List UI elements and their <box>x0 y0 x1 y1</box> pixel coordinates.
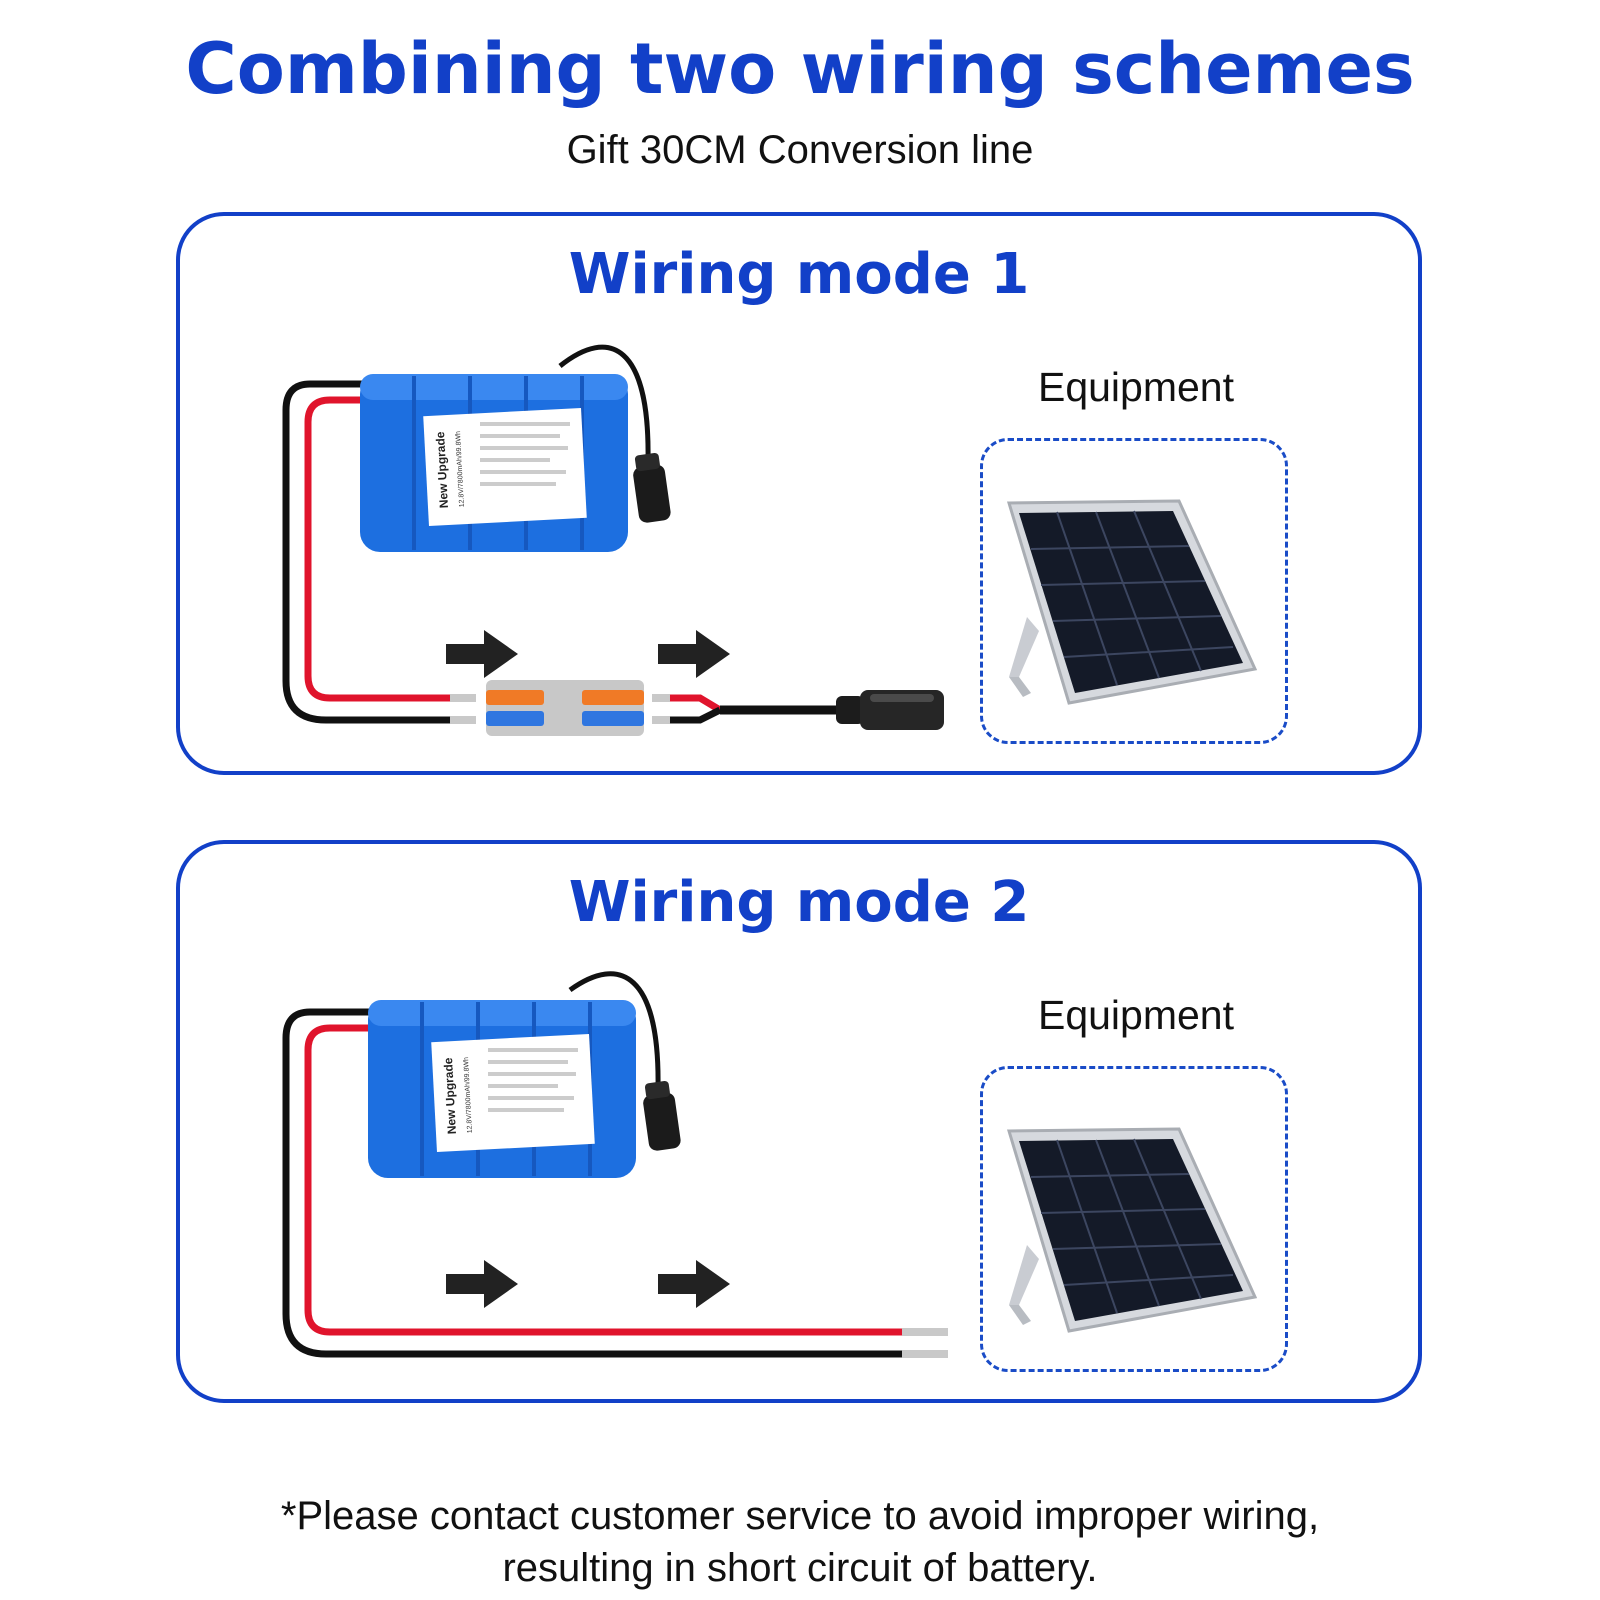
battery-dc-cable <box>558 344 651 462</box>
battery-brand-label: New Upgrade <box>441 1057 459 1135</box>
solar-panel-icon <box>1006 1127 1258 1333</box>
warning-line-2: resulting in short circuit of battery. <box>502 1546 1098 1590</box>
battery-brand-label: New Upgrade <box>433 431 451 509</box>
dc-female-plug <box>836 690 944 730</box>
arrow-right-icon <box>658 630 730 678</box>
battery-pack: New Upgrade 12.8V/7800mAh/99.8Wh <box>360 374 628 552</box>
page-subtitle: Gift 30CM Conversion line <box>566 128 1034 172</box>
wiring-mode-2-equipment-label: Equipment <box>1037 992 1234 1038</box>
bare-wire-end <box>902 1328 948 1336</box>
black-wire <box>282 380 450 724</box>
connector-block <box>486 680 644 736</box>
wiring-mode-2-title: Wiring mode 2 <box>568 870 1030 935</box>
arrow-right-icon <box>658 1260 730 1308</box>
wiring-mode-2-panel: Wiring mode 2 New Upgrade 12.8V/7800mAh/… <box>176 840 1422 1403</box>
battery-spec-label: 12.8V/7800mAh/99.8Wh <box>463 1057 474 1134</box>
bare-wire-end <box>902 1350 948 1358</box>
wiring-mode-2-equipment-box <box>980 1066 1288 1372</box>
wiring-mode-1-equipment-box <box>980 438 1288 744</box>
battery-dc-cable <box>568 971 661 1090</box>
battery-dc-plug <box>643 1080 681 1151</box>
page-title: Combining two wiring schemes <box>185 28 1415 110</box>
arrow-right-icon <box>446 1260 518 1308</box>
wiring-mode-1-equipment-label: Equipment <box>1037 364 1234 410</box>
battery-dc-plug <box>633 452 671 523</box>
wiring-mode-2-diagram: New Upgrade 12.8V/7800mAh/99.8Wh <box>282 971 948 1358</box>
wiring-mode-1-title: Wiring mode 1 <box>568 242 1030 307</box>
warning-line-1: *Please contact customer service to avoi… <box>280 1494 1320 1538</box>
solar-panel-icon <box>1006 499 1258 705</box>
warning-footnote: *Please contact customer service to avoi… <box>0 1490 1600 1594</box>
battery-pack: New Upgrade 12.8V/7800mAh/99.8Wh <box>368 1000 636 1178</box>
red-wire <box>304 1024 902 1336</box>
wiring-mode-1-panel: Wiring mode 1 New Upgrade 12.8V/7800mAh/… <box>176 212 1422 775</box>
wiring-mode-1-diagram: New Upgrade 12.8V/7800mAh/99.8Wh <box>282 344 944 736</box>
arrow-right-icon <box>446 630 518 678</box>
red-wire <box>304 396 450 702</box>
battery-spec-label: 12.8V/7800mAh/99.8Wh <box>455 431 466 508</box>
black-wire <box>282 1008 902 1358</box>
